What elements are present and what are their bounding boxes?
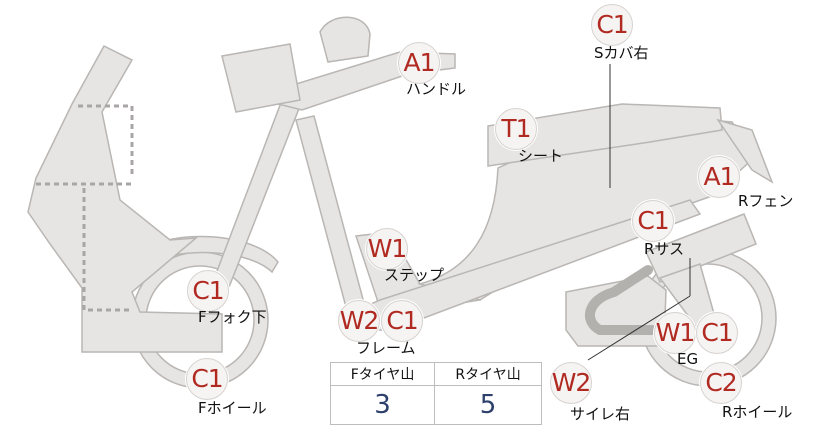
- down-tube-shape: [295, 115, 369, 323]
- handle-label: ハンドル: [406, 80, 467, 98]
- engine-w-grade-badge: W1: [654, 312, 696, 354]
- handle-grade-badge: A1: [398, 42, 440, 84]
- frame-label: フレーム: [356, 339, 416, 357]
- rear-fender-shape: [716, 118, 774, 184]
- front-tire-tread-value: 3: [329, 385, 436, 425]
- silencer-right-label: サイレ右: [570, 405, 631, 423]
- rear-body-shape: [417, 111, 757, 301]
- front-fork-lower-grade-badge: C1: [187, 270, 229, 312]
- front-cowl-shape: [221, 43, 301, 113]
- rear-suspension-grade-badge: C1: [632, 200, 674, 242]
- headlight-shape: [319, 16, 371, 63]
- engine-c-grade-badge: C1: [696, 312, 738, 354]
- frame-w-grade-badge: W2: [338, 300, 380, 342]
- seat-shape: [487, 103, 723, 167]
- dotted-guide-vertical: [82, 188, 132, 312]
- front-wheel-grade-badge: C1: [186, 358, 228, 400]
- leg-shield-shape: [27, 45, 223, 353]
- rear-tire-tread-value: 5: [434, 385, 542, 425]
- rear-tire-tread-header: Rタイヤ山: [434, 362, 542, 386]
- rear-suspension-shape: [644, 213, 757, 283]
- rear-wheel-grade-badge: C2: [700, 362, 742, 404]
- dotted-guide-upper: [78, 104, 134, 176]
- leader-line-silencer: [587, 295, 691, 361]
- rear-fender-grade-badge: A1: [698, 156, 740, 198]
- tire-tread-table: Fタイヤ山 Rタイヤ山 3 5: [329, 362, 542, 425]
- silencer-right-grade-badge: W2: [550, 362, 592, 404]
- frame-c-grade-badge: C1: [381, 300, 423, 342]
- seat-grade-badge: T1: [495, 108, 537, 150]
- rear-fender-label: Rフェン: [738, 192, 794, 210]
- step-grade-badge: W1: [366, 228, 408, 270]
- side-cover-right-grade-badge: C1: [591, 4, 633, 46]
- rear-wheel-label: Rホイール: [722, 403, 793, 421]
- side-cover-right-label: Sカバ右: [594, 44, 649, 62]
- rear-suspension-label: Rサス: [644, 240, 685, 258]
- exhaust-pipe-shape: [585, 265, 657, 335]
- engine-label: EG: [677, 350, 699, 368]
- seat-label: シート: [518, 147, 564, 165]
- front-tire-tread-header: Fタイヤ山: [329, 362, 436, 386]
- step-label: ステップ: [384, 266, 445, 284]
- front-fork-lower-label: Fフォク下: [198, 308, 267, 326]
- front-wheel-label: Fホイール: [198, 399, 267, 417]
